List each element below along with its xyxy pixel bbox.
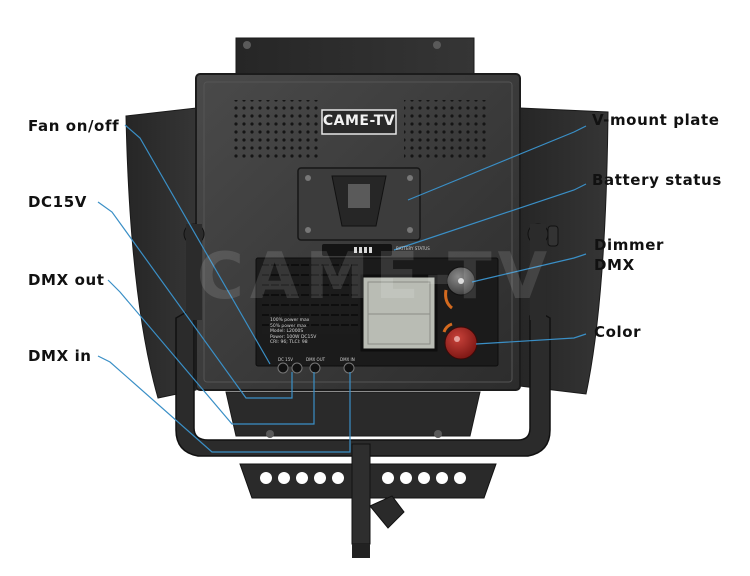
leader-dmx-in <box>97 355 351 453</box>
mount-lock-knob <box>369 495 405 529</box>
leader-fan <box>124 124 271 365</box>
port-label-dmx-in: DMX IN <box>340 357 355 362</box>
bottom-barn-door <box>225 391 481 437</box>
callout-dc15v: DC15V <box>28 193 87 211</box>
spec-panel: 100% power max 50% power max Model: L200… <box>270 318 362 346</box>
callout-battery-status: Battery status <box>592 171 722 189</box>
battery-status-label: BATTERY STATUS <box>396 246 430 251</box>
lcd-screen <box>360 274 438 352</box>
leader-vmount <box>407 125 587 201</box>
leader-dimmer <box>471 253 587 283</box>
right-vent-grid <box>404 100 488 160</box>
heat-sink-fins <box>262 264 358 334</box>
spec-line: Model: L2000S <box>270 329 304 334</box>
leader-battery <box>393 183 587 251</box>
leader-lines <box>97 124 587 453</box>
callout-dmx-in: DMX in <box>28 347 92 365</box>
spec-line: Power: 100W DC15V <box>270 334 317 340</box>
callout-dimmer: Dimmer <box>594 236 665 254</box>
brand-logo-text: CAME-TV <box>322 113 396 129</box>
callout-v-mount-plate: V-mount plate <box>592 111 720 129</box>
callout-dmx-out: DMX out <box>28 271 105 289</box>
left-vent-grid <box>234 100 318 160</box>
color-knob <box>444 326 478 360</box>
leader-color <box>475 333 587 345</box>
spec-line: 100% power max <box>270 318 310 323</box>
dc15v-port <box>291 362 303 374</box>
brand-logo-plate <box>321 109 397 135</box>
mount-plate-holes <box>260 472 466 484</box>
callout-dmx: DMX <box>594 256 635 274</box>
callout-color: Color <box>594 323 642 341</box>
spec-line: 50% power max <box>270 323 307 329</box>
watermark-text: CAME-TV <box>196 240 554 314</box>
spec-line: CRI: 96; TLCI: 98 <box>270 340 308 345</box>
dmx-out-port <box>309 362 321 374</box>
dmx-in-port <box>343 362 355 374</box>
leader-dc15v <box>97 201 293 399</box>
port-label-dmx-out: DMX OUT <box>306 357 326 362</box>
leader-dmx-out <box>107 279 315 425</box>
port-label-dc: DC 15V <box>278 357 293 362</box>
fan-switch-port <box>277 362 289 374</box>
callout-fan-on-off: Fan on/off <box>28 117 120 135</box>
